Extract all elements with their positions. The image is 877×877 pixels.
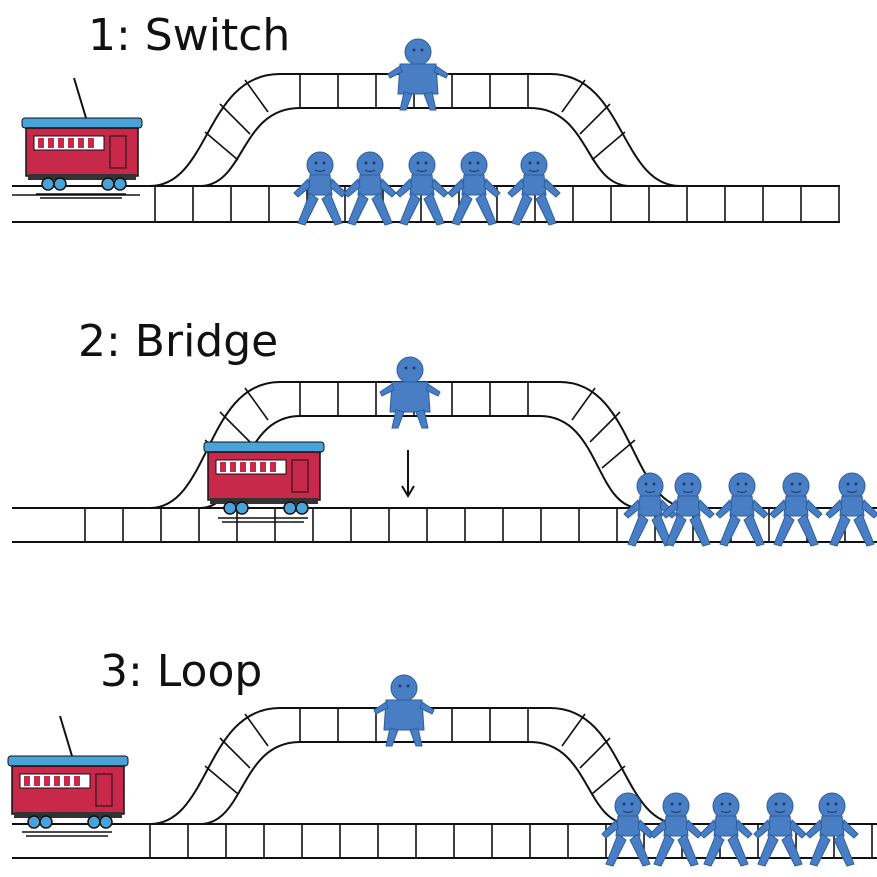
- panel-1-person-4: [447, 151, 501, 226]
- panel-2-person-3: [715, 472, 769, 547]
- panel-1-person-1: [293, 151, 347, 226]
- panel-2-title: 2: Bridge: [78, 316, 279, 367]
- panel-2-person-on-bridge: [379, 356, 441, 429]
- panel-2-person-5: [825, 472, 877, 547]
- panel-2-person-4: [769, 472, 823, 547]
- panel-2-person-2: [661, 472, 715, 547]
- panel-3-person-1: [601, 792, 655, 867]
- panel-1-person-on-side-track: [387, 38, 449, 111]
- panel-3-person-3: [699, 792, 753, 867]
- panel-3-person-5: [805, 792, 859, 867]
- panel-1-person-3: [395, 151, 449, 226]
- panel-1-title: 1: Switch: [88, 10, 291, 61]
- panel-2-push-arrow: [401, 450, 415, 498]
- panel-3-title: 3: Loop: [100, 646, 263, 697]
- panel-3-person-4: [753, 792, 807, 867]
- panel-3-trolley: [7, 715, 129, 837]
- panel-1-person-2: [343, 151, 397, 226]
- panel-3-person-on-loop: [373, 674, 435, 747]
- panel-1-person-5: [507, 151, 561, 226]
- panel-3-person-2: [649, 792, 703, 867]
- panel-2-trolley: [203, 441, 325, 523]
- panel-1-trolley: [21, 77, 143, 199]
